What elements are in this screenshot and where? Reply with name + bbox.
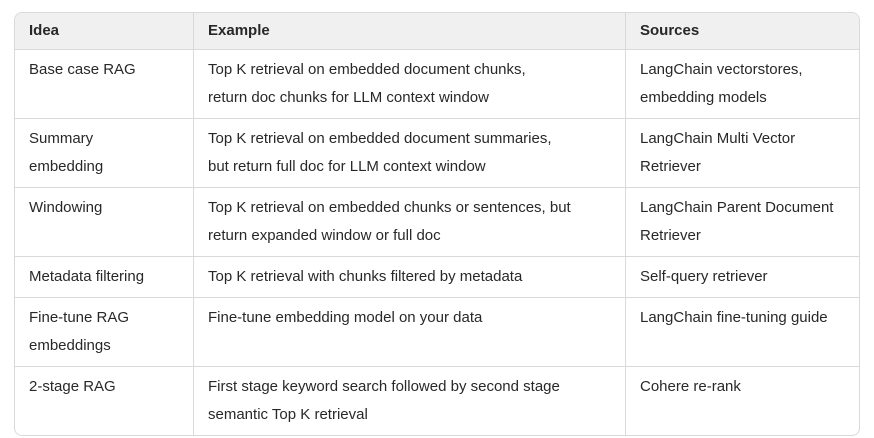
cell-sources: LangChain fine-tuning guide (625, 297, 859, 366)
table-row: 2-stage RAG First stage keyword search f… (15, 366, 859, 435)
table: Idea Example Sources Base case RAG Top K… (15, 13, 859, 435)
table-row: Metadata filtering Top K retrieval with … (15, 256, 859, 297)
table-row: Fine-tune RAG embeddings Fine-tune embed… (15, 297, 859, 366)
column-header-sources: Sources (625, 13, 859, 49)
cell-example: First stage keyword search followed by s… (193, 366, 625, 435)
cell-sources: LangChain Parent Document Retriever (625, 187, 859, 256)
cell-example: Top K retrieval on embedded chunks or se… (193, 187, 625, 256)
cell-example: Top K retrieval with chunks filtered by … (193, 256, 625, 297)
table-row: Base case RAG Top K retrieval on embedde… (15, 49, 859, 118)
cell-idea: Windowing (15, 187, 193, 256)
cell-example: Fine-tune embedding model on your data (193, 297, 625, 366)
table-row: Windowing Top K retrieval on embedded ch… (15, 187, 859, 256)
cell-idea: Fine-tune RAG embeddings (15, 297, 193, 366)
cell-idea: Base case RAG (15, 49, 193, 118)
header-row: Idea Example Sources (15, 13, 859, 49)
cell-sources: LangChain vectorstores, embedding models (625, 49, 859, 118)
table-row: Summary embedding Top K retrieval on emb… (15, 118, 859, 187)
column-header-example: Example (193, 13, 625, 49)
cell-idea: 2-stage RAG (15, 366, 193, 435)
cell-idea: Metadata filtering (15, 256, 193, 297)
rag-techniques-table: Idea Example Sources Base case RAG Top K… (14, 12, 860, 436)
cell-sources: Cohere re-rank (625, 366, 859, 435)
column-header-idea: Idea (15, 13, 193, 49)
cell-example: Top K retrieval on embedded document chu… (193, 49, 625, 118)
cell-idea: Summary embedding (15, 118, 193, 187)
cell-sources: Self-query retriever (625, 256, 859, 297)
cell-sources: LangChain Multi Vector Retriever (625, 118, 859, 187)
cell-example: Top K retrieval on embedded document sum… (193, 118, 625, 187)
